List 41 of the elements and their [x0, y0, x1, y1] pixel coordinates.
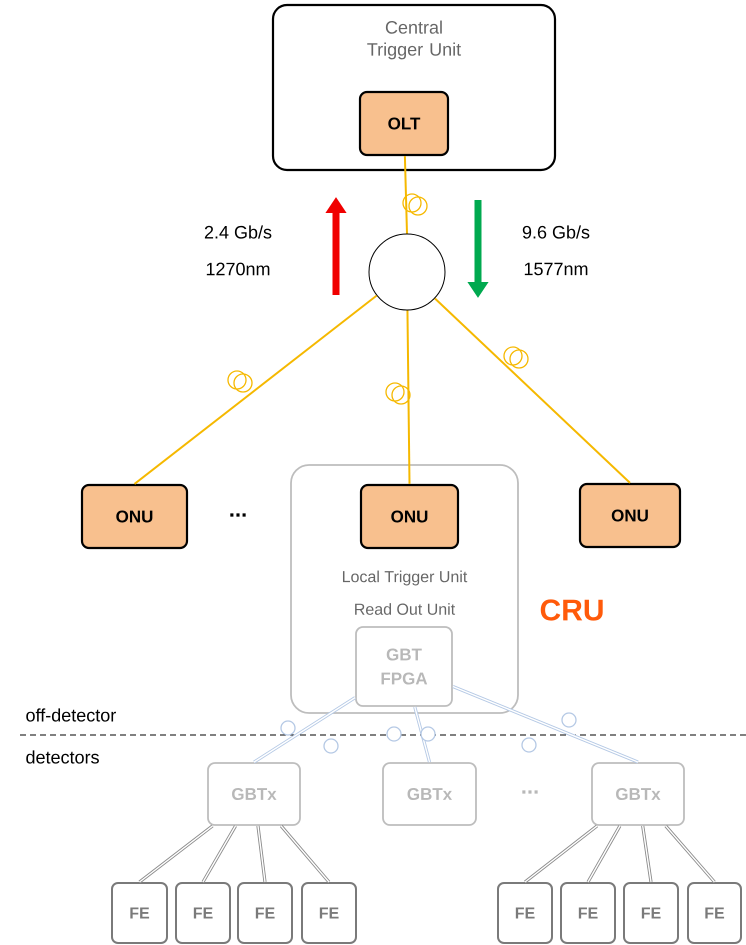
front-end-box: FE [687, 882, 742, 944]
front-end-box: FE [497, 882, 553, 944]
module-box: ONU [360, 484, 460, 550]
chip-box: GBTx [207, 762, 301, 826]
connector-line [524, 824, 598, 884]
connector-line [641, 826, 653, 882]
connector-line [452, 685, 639, 764]
front-end-box: FE [623, 882, 679, 944]
module-box: OLT [358, 90, 450, 156]
connector-line [434, 298, 631, 484]
connector-line [256, 826, 267, 882]
front-end-box: FE [111, 882, 168, 944]
splitter-circle [368, 234, 446, 310]
note-text: 1270nm [206, 262, 270, 276]
connector-line [664, 824, 716, 884]
region-label: detectors [26, 750, 99, 764]
note-text: 2.4 Gb/s [204, 225, 272, 239]
note-text: 9.6 Gb/s [522, 225, 590, 239]
chip-box: GBTx [591, 762, 685, 826]
ellipsis: ... [522, 790, 538, 794]
connector-line [404, 156, 408, 234]
front-end-box: FE [175, 882, 231, 944]
region-label: off-detector [26, 708, 116, 722]
connector-line [138, 824, 214, 884]
note-text: 1577nm [524, 262, 588, 276]
front-end-box: FE [560, 882, 616, 944]
connector-line [413, 706, 432, 763]
front-end-box: FE [301, 882, 357, 944]
connector-line [280, 824, 330, 884]
chip-box: GBT FPGA [355, 626, 453, 707]
connector-line [586, 825, 622, 883]
chip-box: GBTx [382, 762, 477, 826]
front-end-box: FE [237, 882, 293, 944]
ellipsis: ... [230, 513, 246, 517]
connector-line [202, 825, 237, 883]
connector-line [406, 310, 410, 484]
connector-line [253, 696, 356, 764]
module-box: ONU [578, 482, 682, 548]
node-label: CRU [540, 599, 603, 621]
module-box: ONU [80, 484, 188, 550]
connector-line [134, 294, 378, 485]
